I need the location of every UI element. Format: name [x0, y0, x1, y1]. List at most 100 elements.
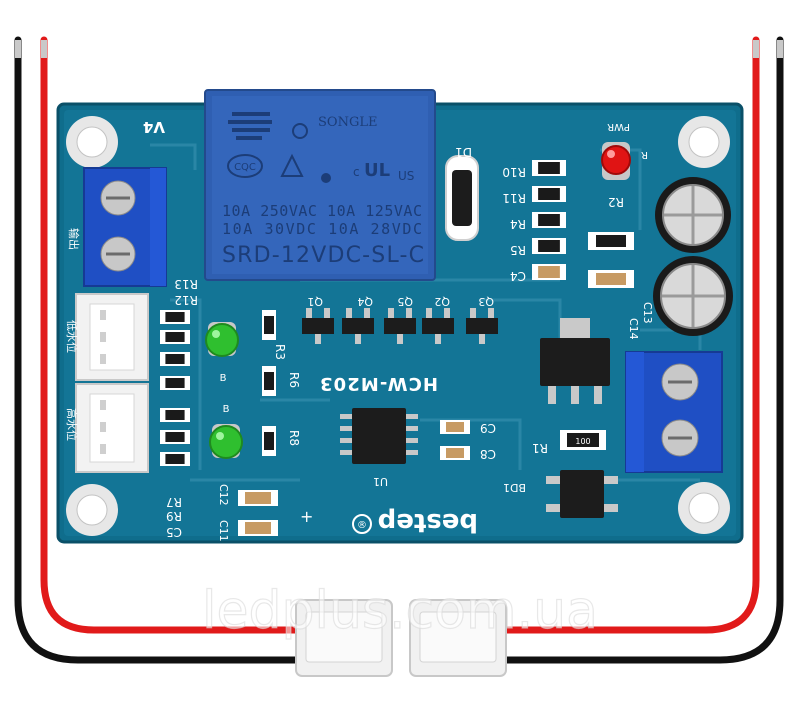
power-led-red [601, 142, 631, 180]
label-R4: R4 [510, 217, 526, 231]
relay-brand: SONGLE [318, 115, 377, 130]
bridge-rectifier-BD1 [546, 470, 618, 518]
label-R13: R13 [174, 277, 198, 291]
right-red-wire [466, 36, 760, 634]
mounting-hole [66, 484, 118, 536]
label-Q3: Q3 [478, 295, 494, 308]
label-R-led: R [641, 149, 648, 160]
songle-logo [228, 112, 308, 140]
label-Q4: Q4 [357, 295, 373, 308]
mounting-hole [66, 116, 118, 168]
transistor [302, 308, 334, 344]
cap-C8 [440, 446, 470, 460]
smd-resistor [532, 160, 566, 176]
label-led-b-bottom: B [223, 404, 230, 415]
smd-resistor-column [532, 160, 566, 280]
smd-resistor [532, 238, 566, 254]
low-water-connector [75, 293, 149, 381]
relay-dot [321, 173, 331, 183]
output-screw-terminal [83, 167, 167, 287]
smd-resistor [160, 310, 190, 324]
ic-U1 [340, 408, 418, 464]
cap-C13 [588, 270, 634, 288]
voltage-regulator [540, 318, 610, 404]
cqc-mark [227, 154, 263, 178]
mounting-hole [678, 482, 730, 534]
warning-triangle-icon [280, 153, 304, 177]
cap-C12 [238, 490, 278, 506]
label-high-water-zh: 高水位 [65, 408, 79, 441]
label-Q2: Q2 [434, 295, 450, 308]
label-C13: C13 [641, 302, 654, 324]
label-R5: R5 [510, 243, 526, 257]
power-wires [14, 36, 784, 664]
jst-plug-left [295, 599, 393, 677]
label-R12: R12 [174, 293, 198, 307]
registered-mark: ® [357, 520, 367, 531]
label-C14: C14 [627, 318, 640, 340]
label-Q1: Q1 [307, 295, 323, 308]
label-R6: R6 [287, 372, 301, 388]
label-low-water-zh: 低水位 [65, 320, 79, 353]
green-led-top [205, 322, 239, 357]
relay-spec-2: 10A 30VDC 10A 28VDC [222, 220, 422, 238]
smd-resistor [160, 452, 190, 466]
cap-C9 [440, 420, 470, 434]
plus-sign: + [300, 507, 313, 526]
label-R3: R3 [273, 344, 287, 360]
label-R10: R10 [502, 165, 526, 179]
resistor-R2 [588, 232, 634, 250]
label-R1: R1 [532, 441, 548, 455]
relay-model: SRD-12VDC-SL-C [222, 243, 424, 268]
label-PWR: PWR [607, 121, 630, 132]
smd-resistor [160, 352, 190, 366]
green-led-bottom [209, 424, 243, 459]
label-BD1: BD1 [503, 481, 526, 494]
watermark: ledplus.com.ua [202, 581, 598, 641]
transistor [384, 308, 416, 344]
diode-D1 [445, 155, 479, 241]
label-U1: U1 [373, 475, 388, 488]
smd-resistor [532, 212, 566, 228]
right-black-wire [466, 36, 784, 664]
smd-resistor [160, 330, 190, 344]
transistor [342, 308, 374, 344]
left-red-wire [40, 36, 300, 634]
transistor-row [302, 308, 498, 344]
label-Q5: Q5 [397, 295, 413, 308]
smd-resistor [532, 264, 566, 280]
label-R2: R2 [608, 195, 624, 209]
wire-tip [777, 40, 783, 58]
label-led-b-top: B [220, 373, 227, 384]
mounting-hole [678, 116, 730, 168]
label-C12: C12 [217, 484, 230, 506]
label-output-zh: 输出 [67, 228, 81, 250]
smd-resistor-column [160, 310, 190, 466]
resistor-R8 [262, 426, 276, 456]
board-model: HCW-M203 [320, 373, 438, 394]
smd-resistor [160, 408, 190, 422]
smd-resistor [160, 430, 190, 444]
label-R9: R9 [166, 509, 182, 523]
board-version: V4 [143, 118, 165, 136]
wire-tip [41, 40, 47, 58]
smd-resistor [532, 186, 566, 202]
left-black-wire [14, 36, 300, 664]
resistor-R1 [560, 430, 606, 450]
label-R11: R11 [502, 191, 526, 205]
cert-us: US [398, 169, 414, 183]
label-C4: C4 [510, 269, 526, 283]
label-R7: R7 [166, 495, 182, 509]
label-C11: C11 [217, 520, 230, 542]
transistor [422, 308, 454, 344]
transistor [466, 308, 498, 344]
bestep-logo: bestep ® [352, 507, 478, 537]
jst-plug-right [409, 599, 507, 677]
cert-c: c [353, 165, 360, 179]
resistor-R6 [262, 366, 276, 396]
label-C5: C5 [166, 525, 182, 539]
resistor-marking: 100 [575, 437, 590, 446]
label-C8: C8 [480, 447, 496, 461]
label-R8: R8 [287, 430, 301, 446]
power-screw-terminal [625, 351, 723, 473]
